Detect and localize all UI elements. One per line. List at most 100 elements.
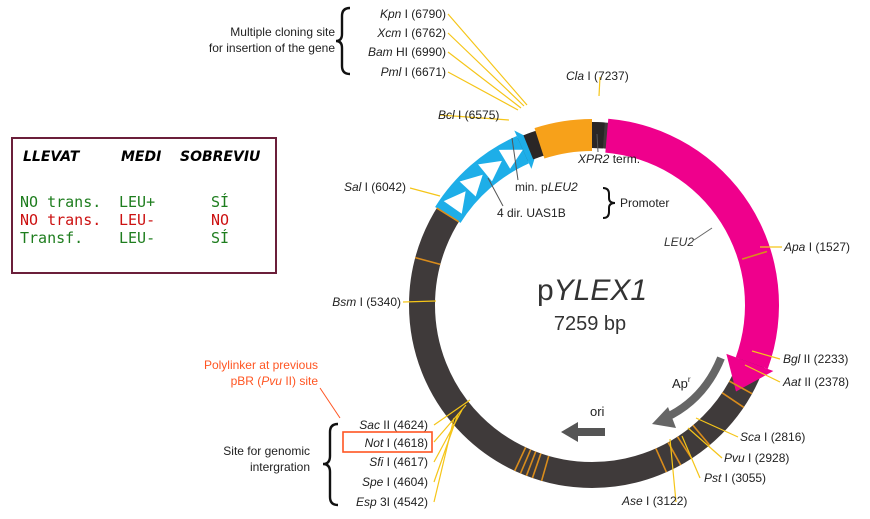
row3-medi: LEU- xyxy=(119,229,156,247)
leu2-label: LEU2 xyxy=(664,235,694,249)
selection-table: LLEVAT MEDI SOBREVIU NO trans. LEU+ SÍ N… xyxy=(11,137,277,274)
site-leader xyxy=(447,51,522,109)
site-tick xyxy=(721,392,745,408)
leu2-arrow-tip xyxy=(726,353,774,392)
genomic-line2: intergration xyxy=(250,460,310,474)
min-pleu2-label: min. pLEU2 xyxy=(515,180,578,194)
ori-arrowhead xyxy=(561,422,578,442)
site-leader xyxy=(751,350,781,360)
site-tick xyxy=(741,250,768,260)
polylinker-line2: pBR (Pvu II) site xyxy=(231,374,319,388)
site-leader xyxy=(433,413,459,483)
site-leader xyxy=(669,438,677,503)
header-sobreviu: SOBREVIU xyxy=(180,149,261,165)
row1-sobreviu: SÍ xyxy=(211,193,230,211)
row2-llevat: NO trans. xyxy=(20,211,102,229)
site-tick xyxy=(513,446,527,472)
min-pleu2-leader xyxy=(511,137,519,181)
cla-segment xyxy=(592,122,605,149)
site-tick xyxy=(415,256,441,266)
row1-llevat: NO trans. xyxy=(20,193,102,211)
header-medi: MEDI xyxy=(121,149,162,165)
promoter-label: Promoter xyxy=(620,196,669,210)
row1-medi: LEU+ xyxy=(119,193,156,211)
site-label: Pml I (6671) xyxy=(381,65,446,79)
polylinker-line1: Polylinker at previous xyxy=(204,358,318,372)
site-label: Aat II (2378) xyxy=(782,375,849,389)
plasmid-size: 7259 bp xyxy=(554,313,626,335)
site-label: Ase I (3122) xyxy=(621,494,687,508)
uas-leader xyxy=(487,177,504,207)
site-leader xyxy=(433,399,471,426)
row3-sobreviu: SÍ xyxy=(211,229,230,247)
promoter-brace xyxy=(602,187,616,219)
promoter-chevron xyxy=(459,174,483,197)
site-label: Spe I (4604) xyxy=(362,475,428,489)
site-label: Sal I (6042) xyxy=(344,180,406,194)
site-tick xyxy=(676,436,693,459)
site-leader xyxy=(695,417,739,438)
site-tick xyxy=(540,455,550,482)
leu2-segment xyxy=(605,118,780,369)
leu2-leader xyxy=(693,227,713,241)
site-label: Bam HI (6990) xyxy=(368,45,446,59)
site-leader xyxy=(433,417,455,503)
site-label: Pvu I (2928) xyxy=(724,451,789,465)
row2-sobreviu: NO xyxy=(211,211,230,229)
site-label: Esp 3I (4542) xyxy=(356,495,428,509)
site-tick xyxy=(531,453,542,479)
site-leader xyxy=(681,435,701,479)
site-tick xyxy=(692,424,711,446)
site-leader xyxy=(598,76,601,97)
site-labels: Kpn I (6790) Xcm I (6762) Bam HI (6990) Pml… xyxy=(332,7,850,509)
promoter-chevron xyxy=(498,149,523,169)
site-leader xyxy=(447,32,525,107)
site-leader xyxy=(687,427,723,459)
plasmid-ring xyxy=(409,118,780,488)
apr-arrowhead xyxy=(652,407,676,428)
site-leader xyxy=(447,71,519,111)
promoter-chevron xyxy=(443,191,466,214)
site-label: Cla I (7237) xyxy=(566,69,629,83)
genomic-brace xyxy=(322,422,339,507)
site-leader xyxy=(402,300,437,303)
xpr2-term-label: XPR2 term. xyxy=(577,152,640,166)
row2-medi: LEU- xyxy=(119,211,156,229)
site-label: Bsm I (5340) xyxy=(332,295,401,309)
xpr2-term-segment xyxy=(534,119,592,159)
site-leader xyxy=(433,409,463,463)
site-tick xyxy=(525,451,537,477)
mcs-label-line2: for insertion of the gene xyxy=(209,41,335,55)
site-leader xyxy=(447,13,528,106)
site-leader xyxy=(744,364,781,383)
site-label: Pst I (3055) xyxy=(704,471,766,485)
plasmid-name: pYLEX1 xyxy=(537,274,647,307)
header-llevat: LLEVAT xyxy=(23,149,80,165)
site-label: Bgl II (2233) xyxy=(783,352,848,366)
site-label: Sac II (4624) xyxy=(359,418,428,432)
apr-arrow xyxy=(663,356,725,422)
row3-llevat: Transf. xyxy=(20,229,84,247)
uas-label: 4 dir. UAS1B xyxy=(497,206,566,220)
site-label: Sfi I (4617) xyxy=(369,455,428,469)
not-i-highlight-box xyxy=(342,431,433,453)
site-tick xyxy=(519,449,532,474)
site-leader xyxy=(409,187,441,197)
site-label: Bcl I (6575) xyxy=(438,108,499,122)
site-label: Kpn I (6790) xyxy=(380,7,446,21)
site-leader xyxy=(439,114,510,121)
site-label: Xcm I (6762) xyxy=(376,26,446,40)
apr-label: Apr xyxy=(672,375,691,391)
xpr2-term-leader xyxy=(596,133,599,153)
site-leader-lines xyxy=(402,13,782,503)
ori-label: ori xyxy=(590,404,605,419)
site-label: Apa I (1527) xyxy=(783,240,850,254)
mcs-label-line1: Multiple cloning site xyxy=(230,25,335,39)
genomic-line1: Site for genomic xyxy=(223,444,310,458)
polylinker-leader xyxy=(319,387,341,419)
site-tick xyxy=(728,380,753,395)
site-leader xyxy=(433,404,467,443)
site-label: Sca I (2816) xyxy=(740,430,805,444)
site-tick xyxy=(436,207,460,223)
